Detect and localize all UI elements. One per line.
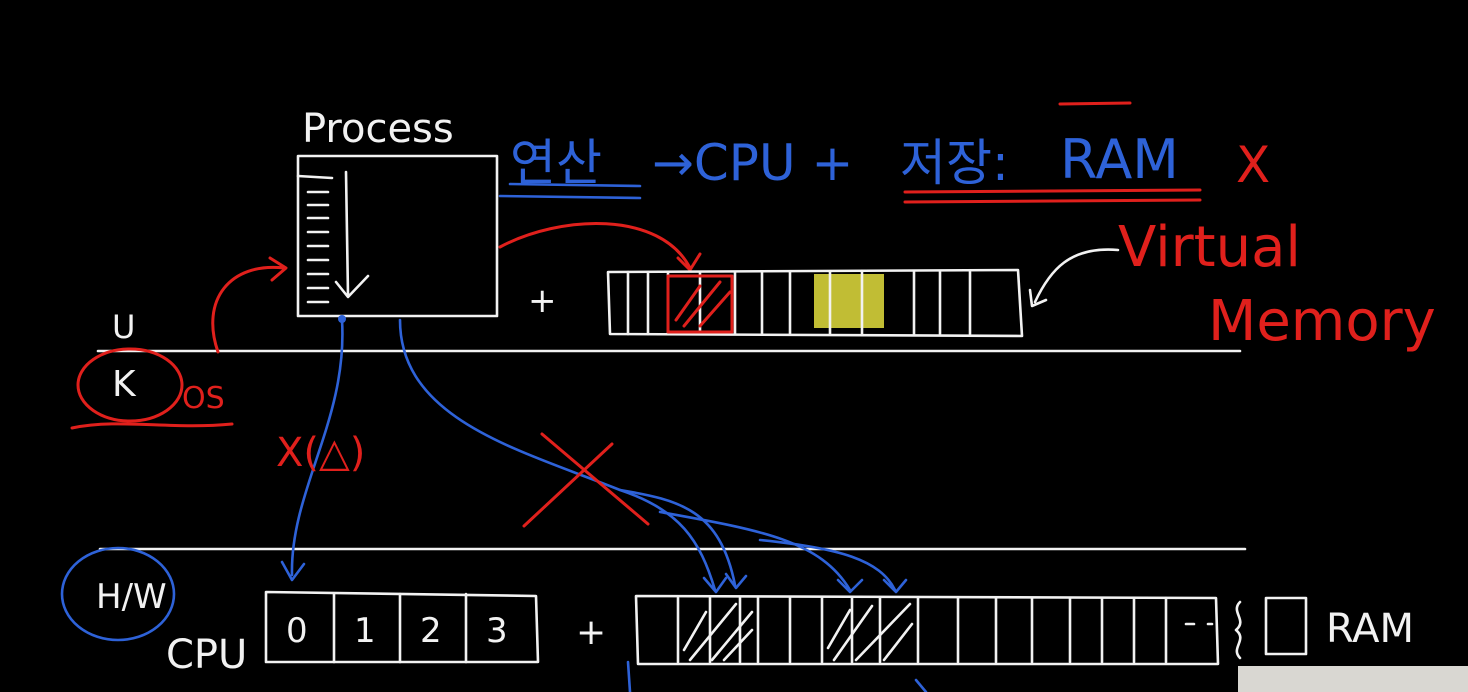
process-label: Process	[302, 106, 454, 152]
kernel-circle	[76, 347, 184, 423]
process-to-ram-line-3	[658, 510, 864, 594]
hardware-circle	[60, 546, 176, 642]
process-connector-dot	[338, 315, 346, 323]
virtual-memory-pointer	[1028, 248, 1120, 308]
kernel-label: K	[112, 364, 137, 405]
plus-ram: +	[576, 612, 606, 653]
cpu-label: CPU	[166, 632, 247, 678]
cpu-cell: 0	[286, 611, 308, 651]
ram-label: RAM	[1326, 606, 1414, 652]
note-cross: X	[1236, 136, 1270, 194]
cpu-cell: 3	[486, 611, 508, 651]
hardware-label: H/W	[96, 577, 167, 617]
process-to-ram-line-1	[398, 318, 728, 594]
note-ram: RAM	[1060, 128, 1179, 191]
process-to-cpu-line	[280, 318, 344, 582]
webcam-overlay	[1238, 666, 1468, 692]
note-compute: 연산	[510, 134, 602, 192]
cpu-cell: 1	[354, 611, 376, 651]
process-to-ram-line-4	[758, 538, 908, 594]
direct-access-cross	[522, 432, 650, 528]
virtual-label: Virtual	[1118, 215, 1301, 280]
process-to-vmem-arrow	[498, 222, 702, 272]
process-to-ram-line-2	[618, 488, 748, 590]
os-label: OS	[182, 381, 225, 416]
note-arrow-cpu: →CPU +	[652, 134, 853, 192]
cross-triangle-mark: X(△)	[276, 430, 365, 476]
bottom-edge-marks	[626, 660, 928, 692]
note-storage: 저장:	[900, 134, 1009, 192]
cpu-cell: 2	[420, 611, 442, 651]
kernel-underline	[70, 422, 234, 430]
memory-label: Memory	[1208, 289, 1436, 354]
top-annotation: 연산 →CPU + 저장: RAM X	[498, 101, 1270, 204]
process-box	[296, 154, 499, 318]
plus-virtual: +	[528, 281, 557, 321]
cpu-register-bar: 0 1 2 3	[264, 590, 540, 664]
user-label: U	[112, 308, 135, 346]
virtual-memory-bar	[606, 268, 1024, 338]
ram-bar	[634, 594, 1308, 666]
kernel-to-process-arrow	[211, 256, 288, 354]
